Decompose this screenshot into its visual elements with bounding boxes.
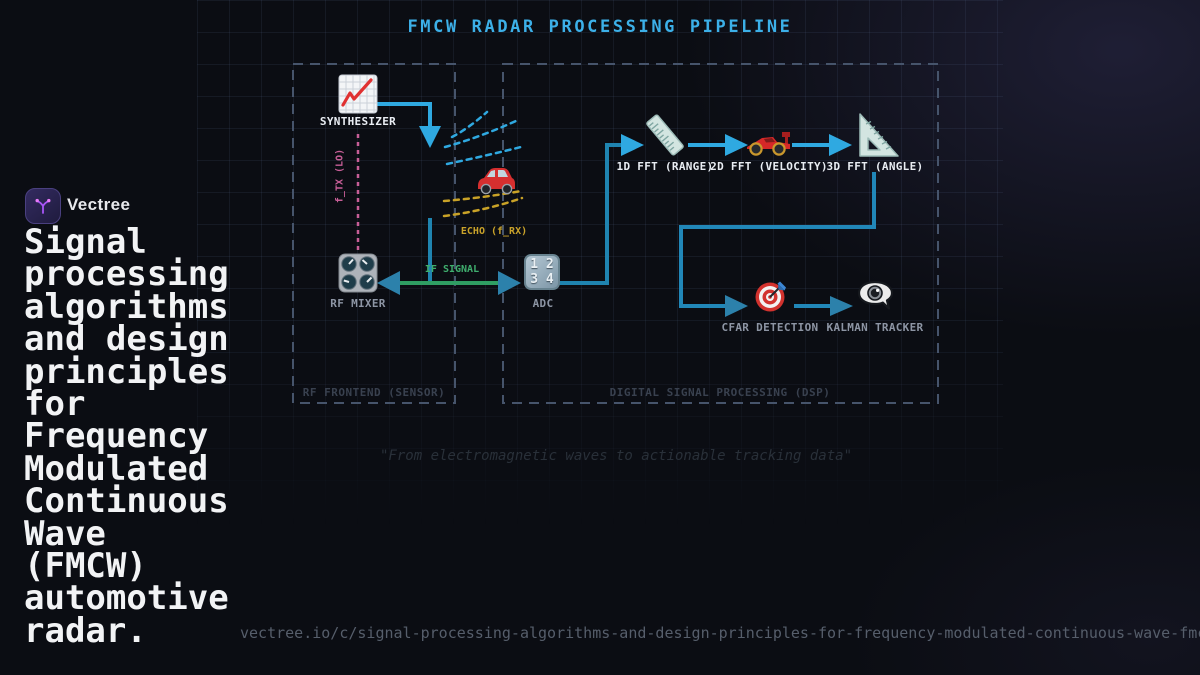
if-signal-label: IF SIGNAL bbox=[424, 264, 480, 275]
fft3-to-cfar-arrow bbox=[679, 172, 876, 317]
fft-3d-label: 3D FFT (ANGLE) bbox=[826, 160, 924, 173]
input-numbers-icon: 1 2 3 4 bbox=[524, 254, 560, 290]
eye-icon bbox=[856, 280, 894, 313]
dsp-caption: DIGITAL SIGNAL PROCESSING (DSP) bbox=[609, 386, 831, 399]
cfar-to-kalman-arrow bbox=[794, 296, 853, 316]
grid-background bbox=[197, 0, 1003, 675]
tx-signal-label: f_TX (LO) bbox=[334, 148, 346, 204]
rf-mixer-label: RF MIXER bbox=[330, 297, 386, 310]
fft-1d-label: 1D FFT (RANGE) bbox=[616, 160, 714, 173]
page-title: Signal processing algorithms and design … bbox=[24, 222, 229, 651]
fft1-to-fft2-arrow bbox=[688, 134, 748, 156]
set-square-icon bbox=[853, 112, 899, 158]
fft-2d-label: 2D FFT (VELOCITY) bbox=[710, 160, 828, 173]
if-signal-arrows bbox=[377, 271, 521, 295]
footer-url: vectree.io/c/signal-processing-algorithm… bbox=[240, 624, 1200, 642]
target-icon bbox=[754, 280, 787, 313]
kalman-label: KALMAN TRACKER bbox=[826, 321, 924, 334]
chart-increasing-icon bbox=[338, 74, 378, 114]
diagram-title: FMCW RADAR PROCESSING PIPELINE bbox=[407, 17, 793, 37]
echo-signal-label: ECHO (f_RX) bbox=[460, 226, 528, 237]
control-knobs-icon bbox=[338, 253, 378, 293]
racing-car-icon bbox=[746, 131, 792, 157]
synthesizer-label: SYNTHESIZER bbox=[319, 115, 397, 128]
rf-frontend-box bbox=[292, 63, 456, 404]
brand-logo bbox=[25, 188, 61, 224]
adc-label: ADC bbox=[532, 297, 554, 310]
ruler-icon bbox=[644, 113, 686, 157]
car-icon bbox=[475, 164, 517, 198]
echo-waves bbox=[442, 189, 524, 218]
dsp-box bbox=[502, 63, 939, 404]
fft2-to-fft3-arrow bbox=[792, 134, 852, 156]
cfar-label: CFAR DETECTION bbox=[721, 321, 819, 334]
branch-icon bbox=[35, 198, 51, 214]
tx-arrow bbox=[377, 102, 441, 148]
brand-name: Vectree bbox=[67, 195, 131, 214]
radar-waves bbox=[443, 110, 523, 166]
adc-to-fft-arrow bbox=[558, 134, 644, 285]
tagline-quote: "From electromagnetic waves to actionabl… bbox=[379, 448, 853, 464]
rf-frontend-caption: RF FRONTEND (SENSOR) bbox=[302, 386, 446, 399]
